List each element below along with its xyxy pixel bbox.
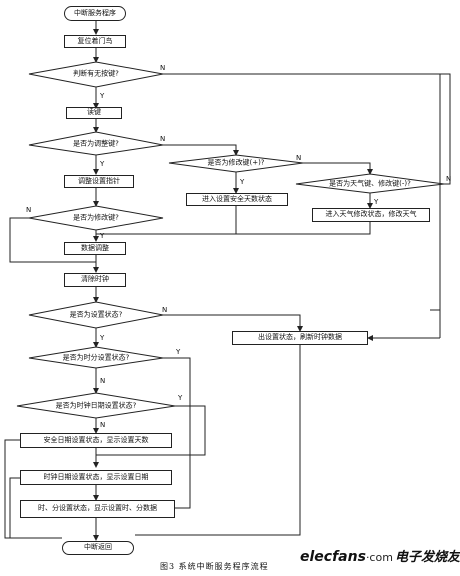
has-key-yes-label: Y xyxy=(100,92,105,100)
enter-weather-box: 进入天气修改状态，修改天气 xyxy=(312,208,430,222)
is-modify-plus-yes-label: Y xyxy=(240,178,245,186)
safe-date-state-box: 安全日期设置状态，显示设置天数 xyxy=(20,433,172,448)
is-adjust-decision: 是否为调整键? xyxy=(73,139,119,148)
is-hm-setting-yes-label: Y xyxy=(176,348,181,356)
is-weather-decision: 是否为天气键、修改键(-)? xyxy=(329,179,411,188)
is-modify-plus-decision: 是否为修改键(+)? xyxy=(207,158,265,167)
reset-pointer-box: 复位着门鸟 xyxy=(64,35,126,48)
has-key-no-label: N xyxy=(160,64,166,72)
exit-setting-box: 出设置状态，刷新时钟数据 xyxy=(232,331,368,345)
is-setting-no-label: N xyxy=(162,306,168,314)
clear-counter-box: 清除时钟 xyxy=(64,273,126,287)
is-modify-no-label: N xyxy=(26,206,32,214)
start-terminal: 中断服务程序 xyxy=(64,6,126,21)
clock-date-state-box: 时钟日期设置状态，显示设置日期 xyxy=(20,470,172,485)
adjust-pointer-box: 调整设置指针 xyxy=(64,175,134,188)
is-modify-decision: 是否为修改键? xyxy=(73,213,119,222)
figure-caption: 图3 系统中断服务程序流程 xyxy=(160,562,269,571)
end-terminal: 中断返回 xyxy=(62,541,134,555)
is-hm-setting-decision: 是否为时分设置状态? xyxy=(62,353,130,362)
is-hm-setting-no-label: N xyxy=(100,377,106,385)
is-modify-yes-label: Y xyxy=(100,232,105,240)
is-date-setting-yes-label: Y xyxy=(178,394,183,402)
is-adjust-yes-label: Y xyxy=(100,160,105,168)
has-key-decision: 判断有无按键? xyxy=(73,69,119,78)
is-weather-no-label: N xyxy=(446,175,452,183)
is-date-setting-no-label: N xyxy=(100,421,106,429)
is-weather-yes-label: Y xyxy=(374,198,379,206)
is-date-setting-decision: 是否为时钟日期设置状态? xyxy=(55,401,137,410)
hm-state-box: 时、分设置状态，显示设置时、分数据 xyxy=(20,500,175,518)
is-setting-yes-label: Y xyxy=(100,334,105,342)
enter-safe-days-box: 进入设置安全天数状态 xyxy=(186,193,288,206)
read-key-box: 读键 xyxy=(66,107,122,119)
is-setting-decision: 是否为设置状态? xyxy=(69,310,123,319)
is-modify-plus-no-label: N xyxy=(296,154,302,162)
data-adjust-box: 数据调整 xyxy=(64,242,126,255)
is-adjust-no-label: N xyxy=(160,135,166,143)
